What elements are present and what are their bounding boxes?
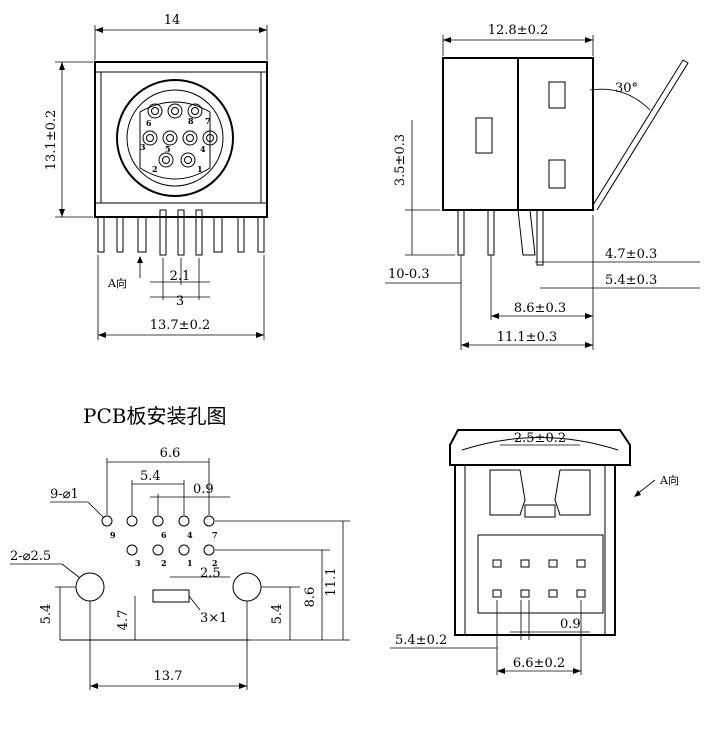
pcb-dim-47: 4.7 (116, 610, 131, 631)
bottom-dim-54: 5.4±0.2 (395, 633, 447, 648)
svg-text:6: 6 (146, 118, 152, 128)
svg-text:3: 3 (140, 142, 146, 152)
pcb-dim-54-left: 5.4 (39, 604, 54, 625)
pcb-small-holes (101, 515, 215, 556)
pcb-dim-25: 2.5 (200, 566, 221, 581)
front-body-outline (94, 61, 268, 218)
pcb-dim-54-right: 5.4 (270, 604, 285, 625)
pin-number-labels: 6 8 7 3 5 4 2 1 (140, 116, 211, 174)
shield-tab (592, 59, 689, 211)
side-view: 30° 12.8±0.2 3.5±0.3 10-0.3 4.7±0.3 5.4±… (385, 23, 700, 350)
pcb-layout-view: PCB板安装孔图 9 6 4 7 3 2 1 2 (10, 404, 350, 690)
svg-text:7: 7 (212, 530, 218, 540)
pcb-title: PCB板安装孔图 (83, 404, 226, 428)
svg-text:2: 2 (161, 558, 167, 568)
side-rear-block (442, 57, 519, 211)
side-dim-111: 11.1±0.3 (497, 330, 558, 345)
bottom-dim-66: 6.6±0.2 (513, 656, 565, 671)
pin-holes (142, 103, 218, 168)
pcb-dim-09: 0.9 (193, 482, 214, 497)
side-dim-86: 8.6±0.3 (514, 301, 566, 316)
front-legs (97, 209, 265, 256)
bottom-dim-25: 2.5±0.2 (514, 431, 566, 446)
svg-text:2: 2 (152, 164, 158, 174)
svg-text:3: 3 (135, 558, 141, 568)
pcb-dim-54: 5.4 (140, 469, 161, 484)
svg-text:9: 9 (110, 530, 116, 540)
pin-pitch-label: 2.1 (170, 269, 191, 284)
pcb-large-hole-left (75, 572, 105, 602)
bottom-pin-block (477, 534, 604, 614)
side-dim-10: 10-0.3 (388, 267, 430, 282)
pcb-slot-label: 3×1 (200, 611, 227, 626)
pcb-dim-137: 13.7 (154, 669, 183, 684)
bottom-dim-09: 0.9 (560, 617, 581, 632)
svg-text:4: 4 (200, 144, 206, 154)
svg-text:6: 6 (161, 530, 167, 540)
bottom-a-direction: A向 (659, 473, 679, 487)
pcb-hole-numbers: 9 6 4 7 3 2 1 2 (110, 530, 218, 568)
side-depth-label: 12.8±0.2 (488, 23, 549, 38)
bottom-view: 2.5±0.2 A向 5.4±0.2 0.9 6.6±0.2 (390, 429, 679, 675)
front-width-label: 14 (164, 13, 181, 28)
pin-span-label: 3 (176, 294, 184, 309)
bottom-pins (492, 559, 586, 598)
pcb-dim-111: 11.1 (324, 568, 339, 597)
svg-text:1: 1 (197, 164, 203, 174)
svg-text:5: 5 (165, 144, 171, 154)
socket-outer-ring (116, 79, 234, 197)
pcb-dim-86: 8.6 (303, 587, 318, 608)
side-dim-47: 4.7±0.3 (605, 247, 657, 262)
front-bottom-width-label: 13.7±0.2 (150, 318, 211, 333)
front-height-label: 13.1±0.2 (44, 110, 59, 171)
a-direction-label: A向 (107, 276, 127, 290)
pcb-large-hole-right (232, 572, 262, 602)
svg-text:7: 7 (205, 116, 211, 126)
svg-text:4: 4 (187, 530, 193, 540)
side-front-block (517, 57, 594, 211)
pcb-small-hole-callout: 9-⌀1 (50, 487, 79, 502)
svg-text:8: 8 (188, 116, 194, 126)
pcb-large-hole-callout: 2-⌀2.5 (10, 549, 51, 564)
side-height-label: 3.5±0.3 (393, 134, 408, 186)
pcb-dim-66: 6.6 (160, 446, 181, 461)
bottom-top-shell (449, 429, 631, 466)
pcb-slot (152, 589, 190, 603)
socket-insert (139, 101, 211, 180)
svg-text:2: 2 (212, 558, 218, 568)
side-dim-54: 5.4±0.3 (605, 273, 657, 288)
bottom-body (454, 464, 616, 636)
angle-label: 30° (615, 81, 638, 96)
svg-text:1: 1 (187, 558, 193, 568)
front-view: 6 8 7 3 5 4 2 1 14 (44, 13, 268, 340)
